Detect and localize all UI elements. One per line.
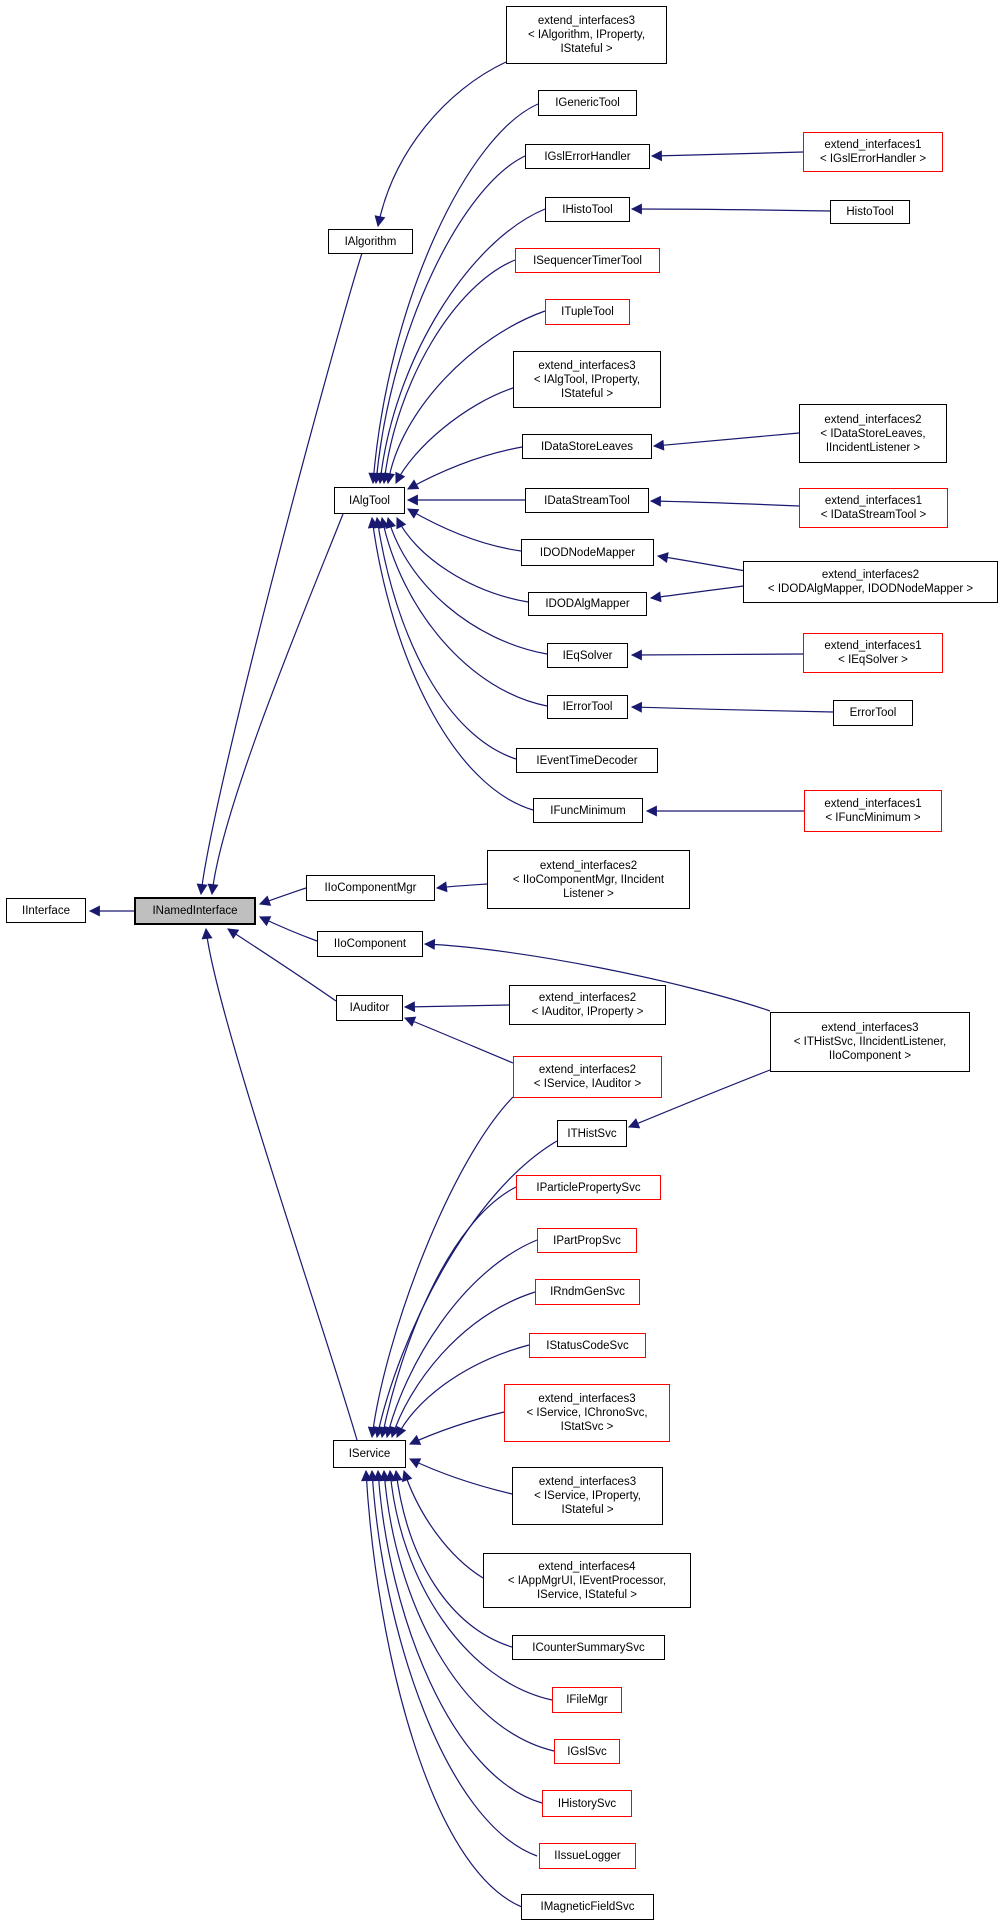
edge-ext2-iauditor-to-iauditor xyxy=(403,1001,510,1013)
node-iiocomponent[interactable]: IIoComponent xyxy=(317,931,423,957)
edge-errortool-to-ierrortool xyxy=(630,701,834,713)
edge-ierrortool-to-ialgtool xyxy=(378,516,548,707)
edge-ihistorysvc-to-iservice xyxy=(373,1469,543,1804)
edge-ext1-igslerrorhandler-to-igslerrorhandler xyxy=(650,150,804,162)
node-idatastoreleaves[interactable]: IDataStoreLeaves xyxy=(522,434,652,459)
node-ithistsvc[interactable]: ITHistSvc xyxy=(557,1120,627,1147)
node-igslerrorhandler[interactable]: IGslErrorHandler xyxy=(525,144,650,169)
node-idodnodemapper[interactable]: IDODNodeMapper xyxy=(521,539,654,566)
node-ieventtimedecoder[interactable]: IEventTimeDecoder xyxy=(516,748,658,773)
edge-ext3-iservice-chrono-to-iservice xyxy=(408,1411,505,1445)
edge-ext4-iappmgrui-to-iservice xyxy=(401,1469,484,1579)
edge-idatastoreleaves-to-ialgtool xyxy=(407,446,523,490)
edge-ext2-idatastoreleaves-to-idatastoreleaves xyxy=(652,432,800,451)
edge-ext2-iservice-iauditor-to-iservice xyxy=(367,1096,514,1439)
node-ext4-iappmgrui[interactable]: extend_interfaces4 < IAppMgrUI, IEventPr… xyxy=(483,1553,691,1608)
edge-ext2-idodalgmapper-to-idodalgmapper xyxy=(649,584,753,603)
node-imagneticfieldsvc[interactable]: IMagneticFieldSvc xyxy=(521,1894,654,1920)
node-iservice[interactable]: IService xyxy=(333,1440,406,1468)
node-igenerictool[interactable]: IGenericTool xyxy=(538,90,637,116)
edge-iparticlepropertysvc-to-iservice xyxy=(378,1186,517,1439)
edge-ifilemgr-to-iservice xyxy=(385,1469,553,1701)
node-ieqsolver[interactable]: IEqSolver xyxy=(547,643,628,668)
node-ihistorysvc[interactable]: IHistorySvc xyxy=(542,1790,632,1817)
edge-igslerrorhandler-to-ialgtool xyxy=(371,155,526,485)
node-isequencertimertool[interactable]: ISequencerTimerTool xyxy=(515,248,660,273)
edge-ext1-idatastreamtool-to-idatastreamtool xyxy=(649,495,800,507)
edge-iiocomponent-to-inamedinterface xyxy=(259,916,318,942)
node-ext2-iauditor[interactable]: extend_interfaces2 < IAuditor, IProperty… xyxy=(509,985,666,1025)
edge-imagneticfieldsvc-to-iservice xyxy=(361,1469,523,1908)
edge-istatuscodesvc-to-iservice xyxy=(396,1344,530,1438)
edge-ieqsolver-to-ialgtool xyxy=(385,516,548,655)
node-ext1-igslerrorhandler[interactable]: extend_interfaces1 < IGslErrorHandler > xyxy=(803,132,943,172)
edge-ext3-iservice-property-to-iservice xyxy=(409,1458,513,1495)
edge-iissuelogger-to-iservice xyxy=(367,1469,538,1857)
edge-ipartpropsvc-to-iservice xyxy=(384,1239,538,1439)
edge-iiocomponentmgr-to-inamedinterface xyxy=(258,887,307,906)
node-ext3-iservice-property[interactable]: extend_interfaces3 < IService, IProperty… xyxy=(512,1467,663,1525)
node-ext1-ieqsolver[interactable]: extend_interfaces1 < IEqSolver > xyxy=(803,633,943,673)
node-ierrortool[interactable]: IErrorTool xyxy=(547,695,628,719)
edge-idodnodemapper-to-ialgtool xyxy=(407,508,522,552)
node-ext1-ifuncminimum[interactable]: extend_interfaces1 < IFuncMinimum > xyxy=(804,790,942,832)
node-errortool[interactable]: ErrorTool xyxy=(833,700,913,726)
edge-itupletool-to-ialgtool xyxy=(384,310,546,485)
node-ext2-idodalgmapper[interactable]: extend_interfaces2 < IDODAlgMapper, IDOD… xyxy=(743,561,998,603)
edge-ext3-ialgtool-to-ialgtool xyxy=(395,387,514,484)
edge-isequencertimertool-to-ialgtool xyxy=(379,259,516,485)
node-ihistotool[interactable]: IHistoTool xyxy=(545,197,630,222)
edge-igslsvc-to-iservice xyxy=(379,1469,555,1752)
edge-ihistotool-to-ialgtool xyxy=(375,208,546,485)
node-ext3-ialgorithm[interactable]: extend_interfaces3 < IAlgorithm, IProper… xyxy=(506,6,667,64)
edge-idodalgmapper-to-ialgtool xyxy=(396,517,529,603)
node-itupletool[interactable]: ITupleTool xyxy=(545,299,630,325)
edge-ext3-ialgorithm-to-ialgorithm xyxy=(374,61,507,228)
edge-irndmgensvc-to-iservice xyxy=(389,1291,536,1439)
node-ialgorithm[interactable]: IAlgorithm xyxy=(328,229,413,254)
node-ifilemgr[interactable]: IFileMgr xyxy=(552,1687,622,1713)
node-ipartpropsvc[interactable]: IPartPropSvc xyxy=(537,1228,637,1253)
node-histotool[interactable]: HistoTool xyxy=(830,200,910,224)
node-ext2-iservice-iauditor[interactable]: extend_interfaces2 < IService, IAuditor … xyxy=(513,1056,662,1098)
edge-ifuncminimum-to-ialgtool xyxy=(367,516,534,811)
edge-ext2-iservice-iauditor-to-iauditor xyxy=(403,1016,514,1064)
edge-ext3-ithistsvc-to-ithistsvc xyxy=(627,1069,771,1129)
node-idatastreamtool[interactable]: IDataStreamTool xyxy=(525,488,649,513)
node-iauditor[interactable]: IAuditor xyxy=(336,995,403,1021)
node-ext3-ialgtool[interactable]: extend_interfaces3 < IAlgTool, IProperty… xyxy=(513,351,661,408)
node-idodalgmapper[interactable]: IDODAlgMapper xyxy=(528,592,647,616)
node-inamedinterface[interactable]: INamedInterface xyxy=(134,897,256,925)
edge-ieventtimedecoder-to-ialgtool xyxy=(373,516,517,760)
edge-ext2-iiocomponentmgr-to-iiocomponentmgr xyxy=(435,881,488,893)
node-iparticlepropertysvc[interactable]: IParticlePropertySvc xyxy=(516,1175,661,1200)
edge-icountersummarysvc-to-iservice xyxy=(391,1469,513,1648)
edge-ialgtool-to-inamedinterface xyxy=(207,513,344,896)
edge-ext3-ithistsvc-to-iiocomponent xyxy=(423,938,771,1012)
edge-ithistsvc-to-iservice xyxy=(373,1140,558,1439)
node-ext1-idatastreamtool[interactable]: extend_interfaces1 < IDataStreamTool > xyxy=(799,488,948,528)
edge-ext2-idodalgmapper-to-idodnodemapper xyxy=(656,552,753,573)
node-ext2-idatastoreleaves[interactable]: extend_interfaces2 < IDataStoreLeaves, I… xyxy=(799,404,947,463)
node-istatuscodesvc[interactable]: IStatusCodeSvc xyxy=(529,1333,646,1358)
node-iiocomponentmgr[interactable]: IIoComponentMgr xyxy=(306,875,435,901)
node-iissuelogger[interactable]: IIssueLogger xyxy=(539,1843,636,1869)
node-ext2-iiocomponentmgr[interactable]: extend_interfaces2 < IIoComponentMgr, II… xyxy=(487,850,690,909)
node-ifuncminimum[interactable]: IFuncMinimum xyxy=(533,798,643,823)
node-igslsvc[interactable]: IGslSvc xyxy=(554,1739,620,1764)
node-irndmgensvc[interactable]: IRndmGenSvc xyxy=(535,1279,640,1305)
edge-ext1-ieqsolver-to-ieqsolver xyxy=(630,649,804,661)
node-iinterface[interactable]: IInterface xyxy=(6,898,86,923)
node-ext3-ithistsvc[interactable]: extend_interfaces3 < ITHistSvc, IInciden… xyxy=(770,1012,970,1072)
edge-ialgorithm-to-inamedinterface xyxy=(196,252,363,896)
edge-iauditor-to-inamedinterface xyxy=(227,928,337,1002)
edge-iservice-to-inamedinterface xyxy=(201,927,358,1441)
edge-histotool-to-ihistotool xyxy=(630,203,831,215)
node-ext3-iservice-chrono[interactable]: extend_interfaces3 < IService, IChronoSv… xyxy=(504,1384,670,1442)
edge-igenerictool-to-ialgtool xyxy=(368,103,539,485)
node-icountersummarysvc[interactable]: ICounterSummarySvc xyxy=(512,1635,665,1660)
node-ialgtool[interactable]: IAlgTool xyxy=(334,487,405,514)
